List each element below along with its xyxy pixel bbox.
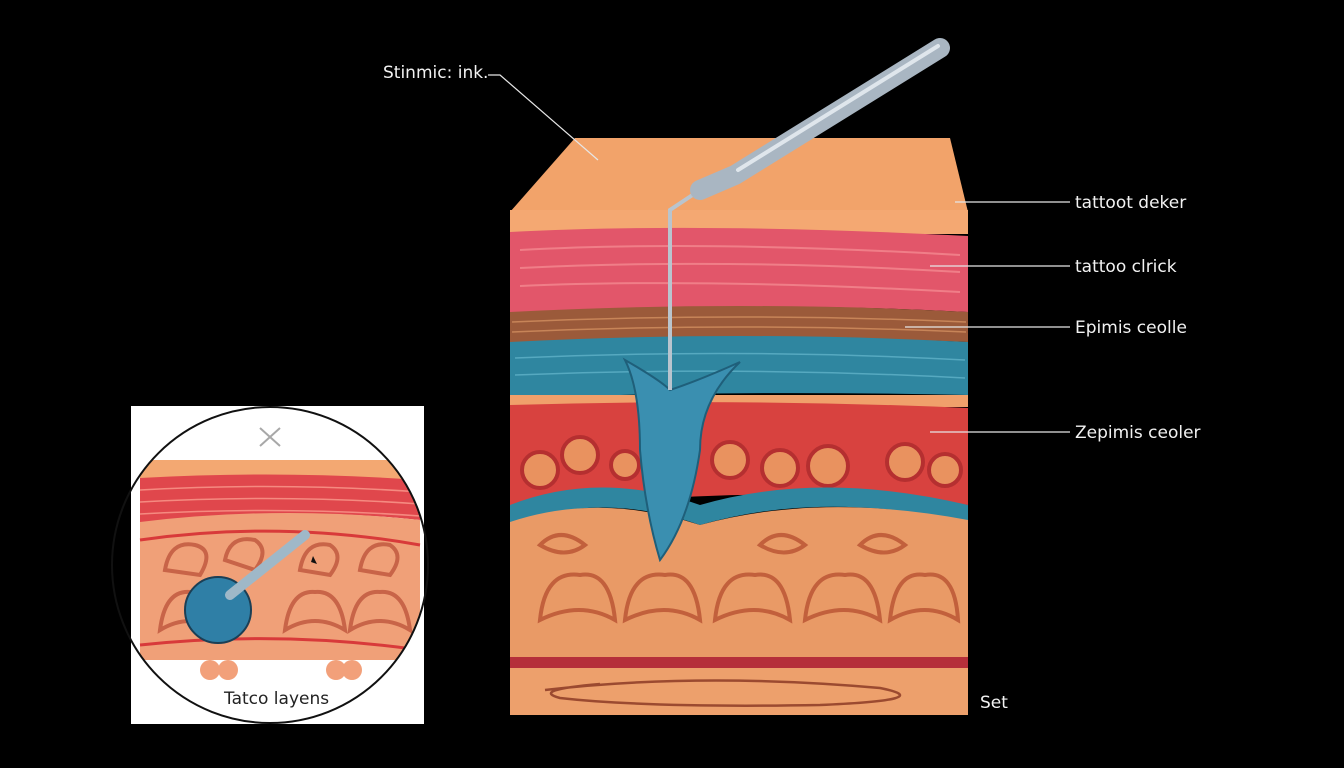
teal-layer <box>510 336 968 398</box>
label-zepimis-ceoler: Zepimis ceoler <box>1075 423 1201 443</box>
inset-circle <box>111 406 429 724</box>
label-epimis-ceolle: Epimis ceolle <box>1075 318 1187 338</box>
teal-wave <box>510 487 968 525</box>
inset-caption: Tatco layens <box>223 689 329 709</box>
inset-panel: Tatco layens <box>111 406 429 724</box>
epidermis-stripes <box>519 245 961 293</box>
label-set: Set <box>980 693 1008 713</box>
dermis-cells <box>520 435 963 490</box>
needle-shaft <box>668 188 702 390</box>
label-stinmic-ink: Stinmic: ink. <box>383 63 488 83</box>
label-tattoo-clrick: tattoo clrick <box>1075 257 1177 277</box>
close-icon[interactable] <box>259 427 281 447</box>
skin-block <box>510 38 968 715</box>
dark-red-line <box>510 657 968 669</box>
bottom-fat-layer <box>510 668 968 715</box>
fat-lobules <box>536 533 961 624</box>
cursor-icon <box>311 556 317 564</box>
label-tattoot-deker: tattoot deker <box>1075 193 1186 213</box>
ink-drop <box>622 357 741 563</box>
needle-handle <box>690 38 950 200</box>
leader-lines <box>488 74 1070 433</box>
epidermis-pink-layer <box>510 227 968 314</box>
brown-band-layer <box>510 306 968 344</box>
